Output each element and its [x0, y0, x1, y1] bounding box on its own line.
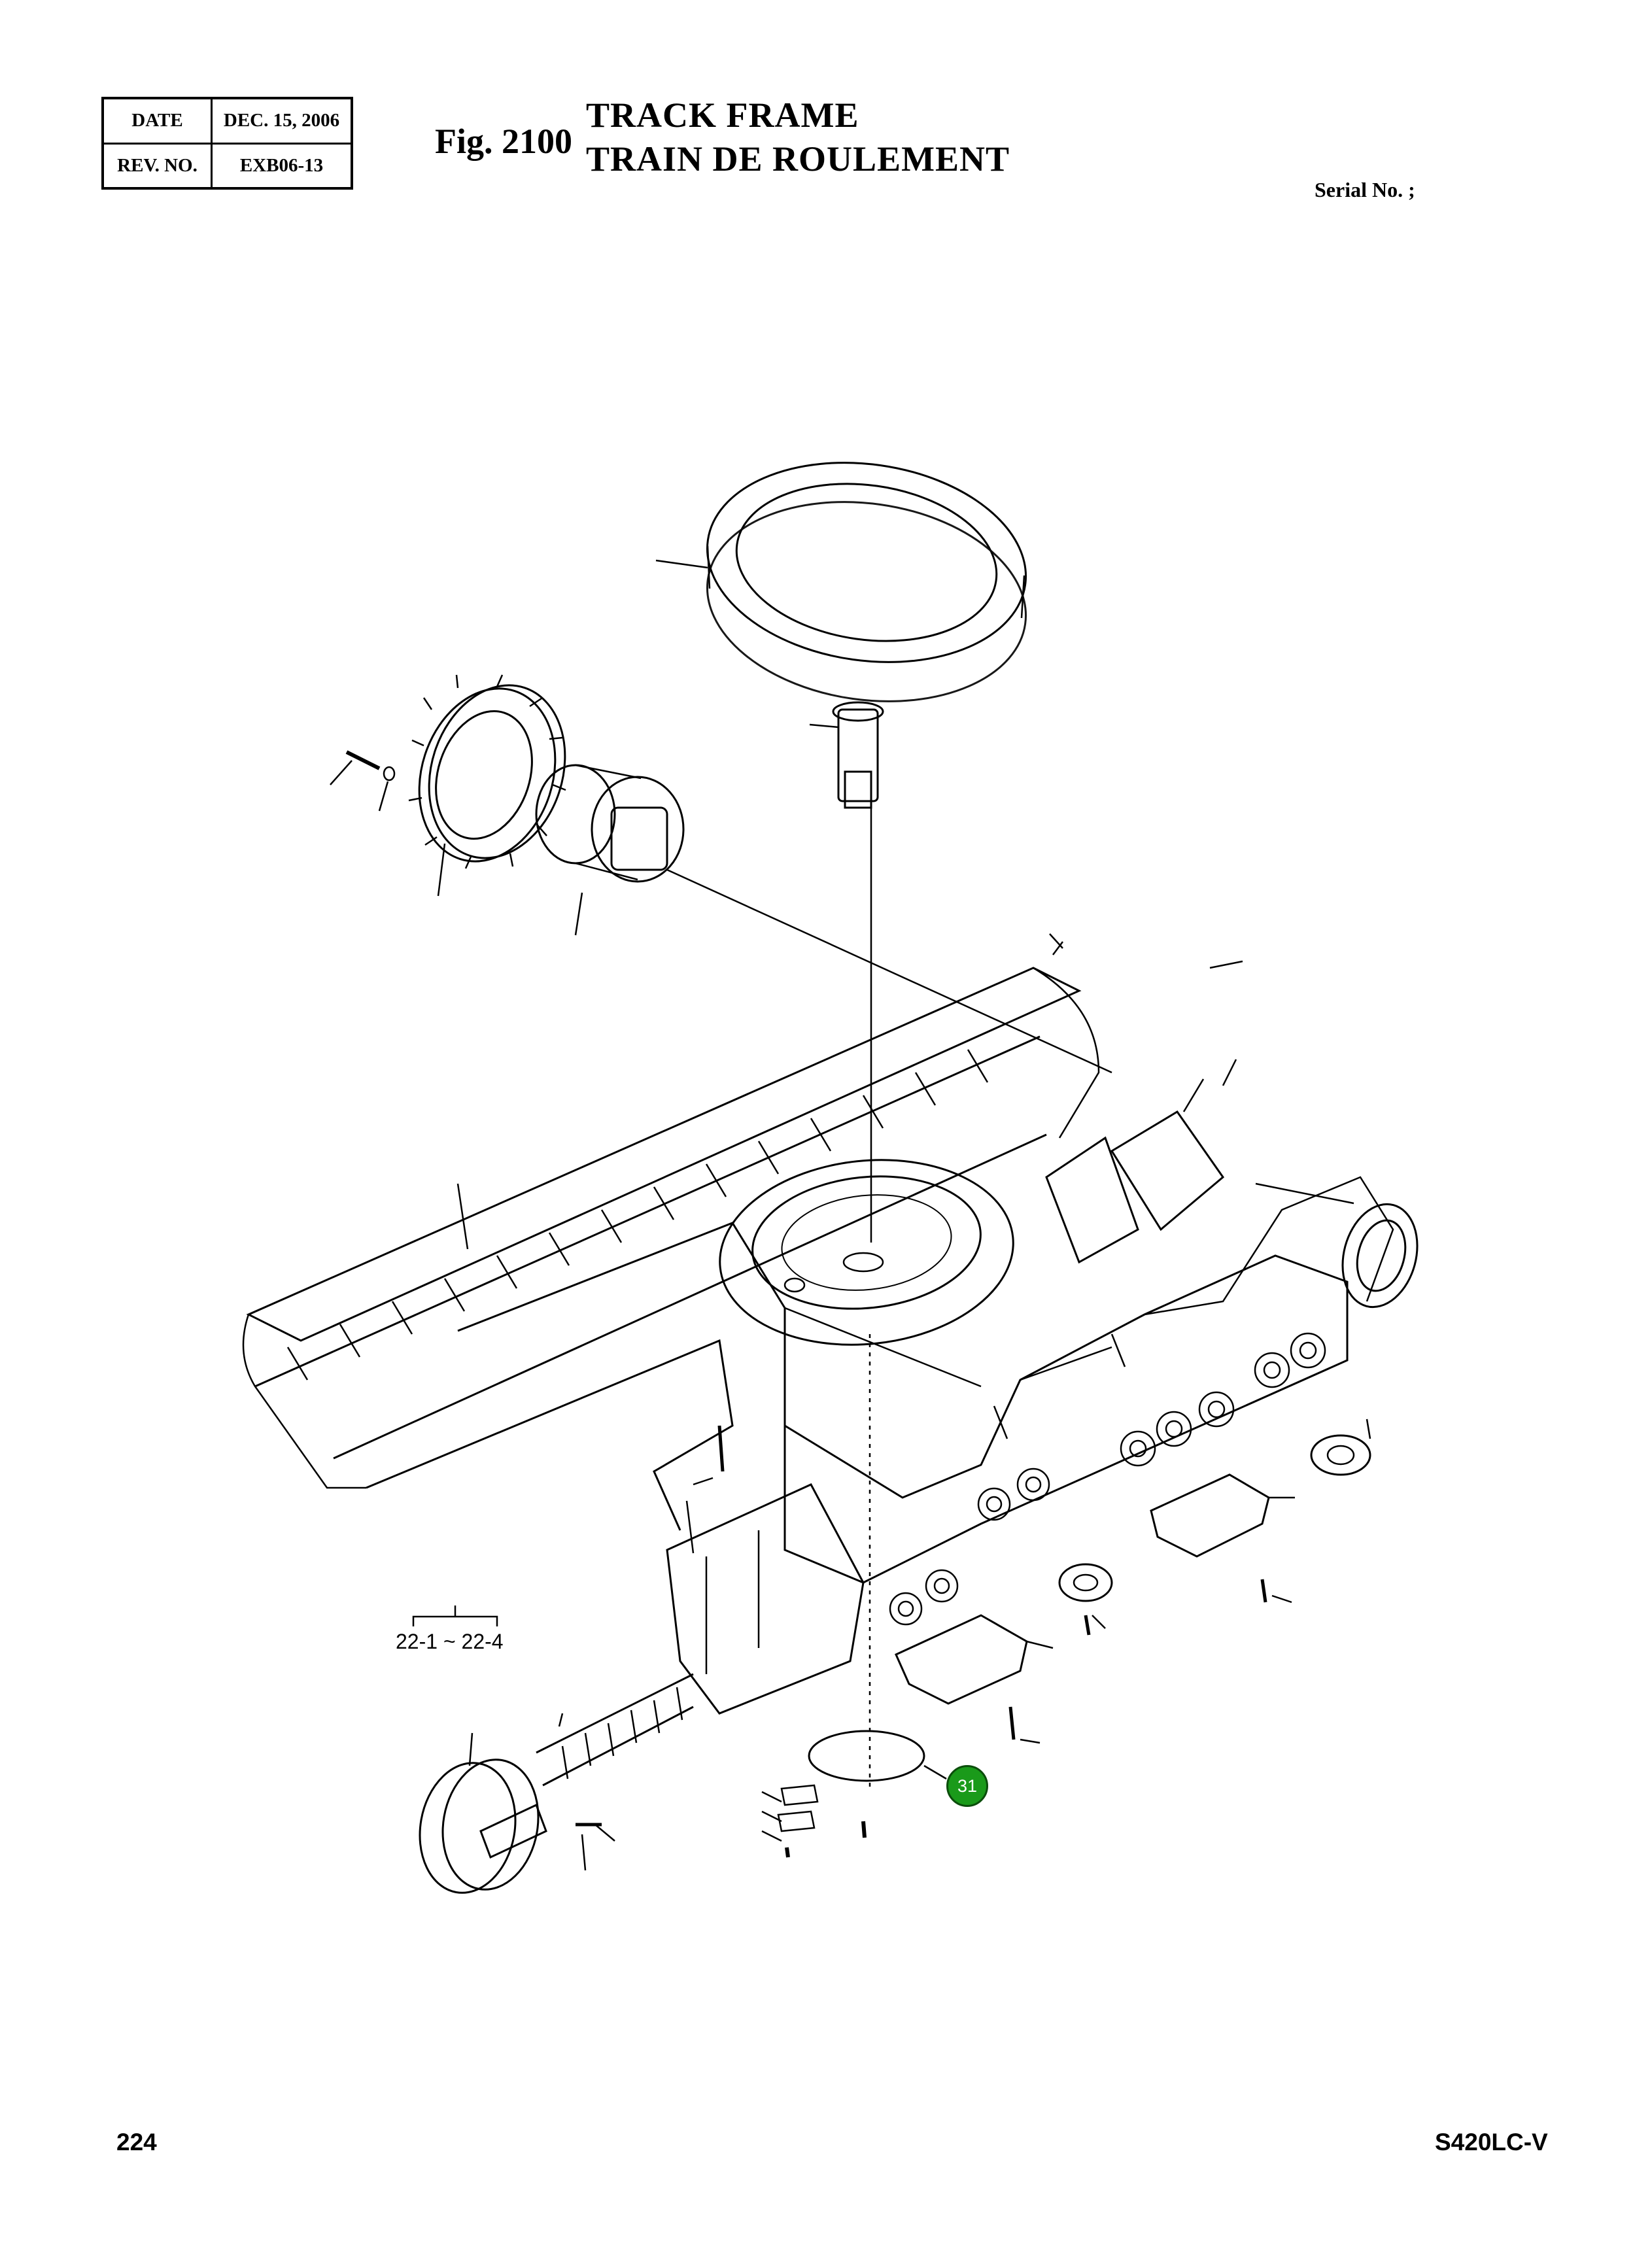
idler-side-end [1256, 1184, 1428, 1316]
swing-bearing-seat [711, 1146, 1023, 1792]
left-track-chain [243, 968, 1099, 1488]
hardware-bolts [693, 1426, 1292, 1857]
date-value: DEC. 15, 2006 [211, 97, 353, 145]
recoil-spring [536, 1674, 693, 1785]
revision-table: DATE DEC. 15, 2006 REV. NO. EXB06-13 [101, 97, 353, 190]
lower-rollers [1059, 1419, 1370, 1628]
swing-bearing-ring [656, 443, 1039, 721]
part-31-callout-badge[interactable]: 31 [946, 1765, 988, 1807]
range-callout-bracket [413, 1605, 497, 1626]
center-joint [810, 702, 883, 1243]
sprocket-bolt [330, 752, 394, 811]
bottom-cover-plate [778, 1731, 946, 1831]
cover-plates [1046, 934, 1243, 1262]
date-label: DATE [101, 97, 213, 145]
serial-number-label: Serial No. ; [1315, 178, 1415, 201]
rev-value: EXB06-13 [211, 142, 353, 190]
figure-title-fr: TRAIN DE ROULEMENT [586, 139, 1010, 179]
upper-rollers [890, 1333, 1325, 1624]
sprocket [398, 668, 587, 896]
page-number: 224 [116, 2129, 157, 2155]
figure-title-en: TRACK FRAME [586, 95, 859, 135]
idler-bracket [667, 1485, 863, 1713]
track-guards [896, 1475, 1295, 1704]
callout-range-label: 22-1 ~ 22-4 [396, 1630, 504, 1653]
track-frame-body [366, 1177, 1393, 1583]
travel-motor [536, 765, 1112, 1073]
front-idler [410, 1733, 615, 1900]
figure-number: Fig. 2100 [435, 122, 572, 161]
model-name: S420LC-V [1435, 2129, 1548, 2155]
rev-label: REV. NO. [101, 142, 213, 190]
